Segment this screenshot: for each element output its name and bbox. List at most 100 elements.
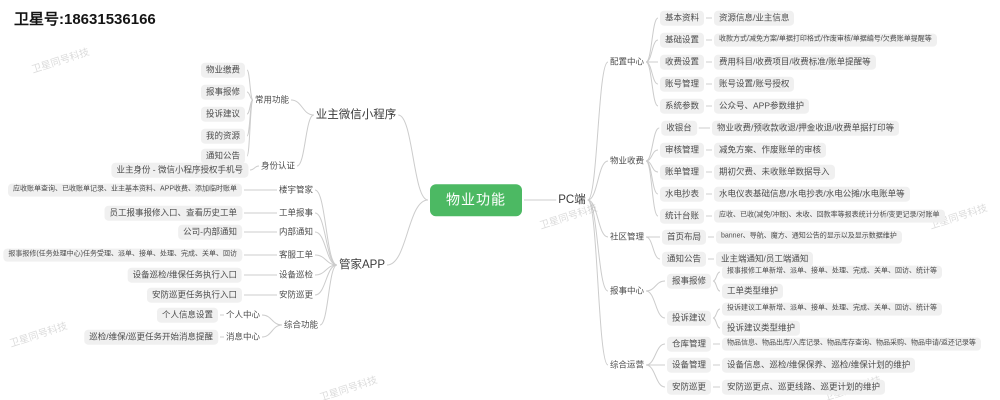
- edge-pc-to-report-center: [587, 199, 609, 292]
- node-work-order-desc[interactable]: 员工报事报修入口、查看历史工单: [104, 205, 242, 221]
- node-internal-notice-desc[interactable]: 公司-内部通知: [178, 224, 242, 240]
- node-patrol-desc[interactable]: 安防巡更任务执行入口: [146, 287, 242, 303]
- node-notice[interactable]: 通知公告: [200, 148, 245, 164]
- node-id-auth[interactable]: 身份认证: [260, 160, 296, 171]
- node-owner-id[interactable]: 业主身份 - 微信小程序授权手机号: [111, 162, 248, 178]
- node-bill-desc[interactable]: 期初欠费、未收账单数据导入: [714, 164, 835, 180]
- node-pay[interactable]: 物业缴费: [200, 62, 245, 78]
- node-config-center[interactable]: 配置中心: [609, 56, 645, 67]
- edge-miniapp-to-id-auth: [296, 114, 315, 167]
- node-miniapp[interactable]: 业主微信小程序: [315, 108, 397, 121]
- edge-pc-to-ops-center: [587, 199, 609, 366]
- edge-root-to-butler-app: [386, 199, 429, 266]
- node-basic-settings-desc[interactable]: 收款方式/减免方案/单据打印格式/作废审核/单据编号/欠费账单提醒等: [714, 33, 937, 47]
- node-report-repair-desc2[interactable]: 工单类型维护: [722, 283, 784, 299]
- edge-report-repair-pc-to-report-repair-desc2: [712, 280, 721, 292]
- node-notice-announce[interactable]: 通知公告: [661, 251, 707, 267]
- edge-report-center-to-complaint-pc: [645, 290, 666, 319]
- node-warehouse[interactable]: 仓库管理: [666, 336, 712, 352]
- node-patrol-pc[interactable]: 安防巡更: [666, 379, 712, 395]
- node-account-mgmt[interactable]: 账号管理: [659, 76, 705, 92]
- node-message-center[interactable]: 消息中心: [225, 331, 261, 342]
- node-service-order-desc[interactable]: 报事报修(任务处理中心)任务受理、派单、接单、处理、完成、关单、回访: [3, 248, 242, 262]
- node-report-repair-desc1[interactable]: 报事报修工单新增、派单、接单、处理、完成、关单、回访、统计等: [722, 265, 942, 279]
- node-equip-mgmt[interactable]: 设备管理: [666, 357, 712, 373]
- edge-report-center-to-report-repair-pc: [645, 280, 666, 292]
- edge-config-center-to-sys-params: [645, 61, 659, 107]
- edge-common-funcs-to-pay: [246, 69, 254, 101]
- node-personal-info-desc[interactable]: 个人信息设置: [156, 307, 218, 323]
- node-basic-info-desc[interactable]: 资源信息/业主信息: [714, 10, 795, 26]
- node-audit-desc[interactable]: 减免方案、作废账单的审核: [714, 142, 827, 158]
- node-meter-reading[interactable]: 水电抄表: [659, 186, 705, 202]
- node-property-fee[interactable]: 物业收费: [609, 155, 645, 166]
- edge-butler-app-to-work-order-report: [314, 212, 338, 266]
- node-report-repair-pc[interactable]: 报事报修: [666, 273, 712, 289]
- node-stats-desc[interactable]: 应收、已收(减免/冲账)、未收、回款率等报表统计分析/变更记录/对账单: [714, 209, 945, 223]
- edge-common-funcs-to-notice: [246, 99, 254, 157]
- node-building-butler[interactable]: 楼宇管家: [278, 184, 314, 195]
- node-notice-announce-desc[interactable]: 业主端通知/员工端通知: [716, 251, 814, 267]
- node-complaint-desc2[interactable]: 投诉建议类型维护: [722, 320, 801, 336]
- edge-pc-to-property-fee: [587, 160, 609, 201]
- contact-number: 卫星号:18631536166: [14, 11, 156, 28]
- edge-config-center-to-basic-settings: [645, 39, 659, 63]
- node-message-desc[interactable]: 巡检/维保/巡更任务开始消息提醒: [84, 329, 218, 345]
- node-bill-mgmt[interactable]: 账单管理: [659, 164, 705, 180]
- edge-config-center-to-basic-info: [645, 17, 659, 63]
- edge-property-fee-to-stats-ledger: [645, 160, 659, 217]
- node-work-order-report[interactable]: 工单报事: [278, 207, 314, 218]
- node-equip-inspect[interactable]: 设备巡检: [278, 269, 314, 280]
- node-community-mgmt[interactable]: 社区管理: [609, 231, 645, 242]
- node-service-order[interactable]: 客服工单: [278, 249, 314, 260]
- node-complaint-desc1[interactable]: 投诉建议工单新增、派单、接单、处理、完成、关单、回访、统计等: [722, 302, 942, 316]
- node-misc-funcs[interactable]: 综合功能: [283, 319, 319, 330]
- edge-report-repair-pc-to-report-repair-desc1: [712, 271, 721, 282]
- node-audit-mgmt[interactable]: 审核管理: [659, 142, 705, 158]
- edge-butler-app-to-patrol: [314, 264, 338, 296]
- node-patrol-pc-desc[interactable]: 安防巡更点、巡更线路、巡更计划的维护: [722, 379, 886, 395]
- node-complaint-pc[interactable]: 投诉建议: [666, 310, 712, 326]
- node-cashier[interactable]: 收银台: [661, 120, 697, 136]
- edge-misc-funcs-to-message-center: [261, 324, 283, 338]
- node-repair[interactable]: 报事报修: [200, 84, 245, 100]
- node-complaint[interactable]: 投诉建议: [200, 106, 245, 122]
- node-cashier-desc[interactable]: 物业收费/预收款收退/押金收退/收费单据打印等: [712, 120, 900, 136]
- edge-root-to-miniapp: [398, 114, 429, 201]
- edge-butler-app-to-misc-funcs: [319, 264, 338, 326]
- node-pc[interactable]: PC端: [558, 193, 586, 206]
- node-sys-params[interactable]: 系统参数: [659, 98, 705, 114]
- node-personal-center[interactable]: 个人中心: [225, 309, 261, 320]
- edge-id-auth-to-owner-id: [249, 165, 260, 171]
- edge-community-mgmt-to-notice-announce: [645, 236, 661, 260]
- node-sys-params-desc[interactable]: 公众号、APP参数维护: [714, 98, 810, 114]
- node-fee-settings-desc[interactable]: 费用科目/收费项目/收费标准/账单提醒等: [714, 54, 876, 70]
- node-equip-mgmt-desc[interactable]: 设备信息、巡检/维保保养、巡检/维保计划的维护: [722, 357, 916, 373]
- node-report-center[interactable]: 报事中心: [609, 285, 645, 296]
- edge-complaint-pc-to-complaint-desc1: [712, 308, 721, 319]
- node-common-funcs[interactable]: 常用功能: [254, 94, 290, 105]
- edge-ops-center-to-warehouse: [645, 343, 666, 366]
- node-my-resource[interactable]: 我的资源: [200, 128, 245, 144]
- node-home-layout-desc[interactable]: banner、导航、魔方、通知公告的显示以及显示数据维护: [716, 230, 902, 244]
- node-equip-inspect-desc[interactable]: 设备巡检/维保任务执行入口: [127, 267, 242, 283]
- node-basic-info[interactable]: 基本资料: [659, 10, 705, 26]
- edge-butler-app-to-service-order: [314, 254, 338, 266]
- node-fee-settings[interactable]: 收费设置: [659, 54, 705, 70]
- node-account-desc[interactable]: 账号设置/账号授权: [714, 76, 795, 92]
- node-basic-settings[interactable]: 基础设置: [659, 32, 705, 48]
- node-meter-desc[interactable]: 水电仪表基础信息/水电抄表/水电公摊/水电账单等: [714, 186, 910, 202]
- edge-complaint-pc-to-complaint-desc2: [712, 317, 721, 329]
- node-stats-ledger[interactable]: 统计台账: [659, 208, 705, 224]
- node-butler-app[interactable]: 管家APP: [338, 258, 386, 271]
- edge-property-fee-to-cashier: [645, 127, 660, 162]
- node-warehouse-desc[interactable]: 物品信息、物品出库/入库记录、物品库存查询、物品采购、物品申请/返还记录等: [722, 337, 981, 351]
- node-home-layout[interactable]: 首页布局: [661, 229, 707, 245]
- node-patrol[interactable]: 安防巡更: [278, 289, 314, 300]
- node-ops-center[interactable]: 综合运营: [609, 359, 645, 370]
- node-root[interactable]: 物业功能: [430, 184, 522, 216]
- node-internal-notice[interactable]: 内部通知: [278, 226, 314, 237]
- node-building-butler-desc[interactable]: 应收账单查询、已收账单记录、业主基本资料、APP收费、添加临时账单: [7, 183, 242, 197]
